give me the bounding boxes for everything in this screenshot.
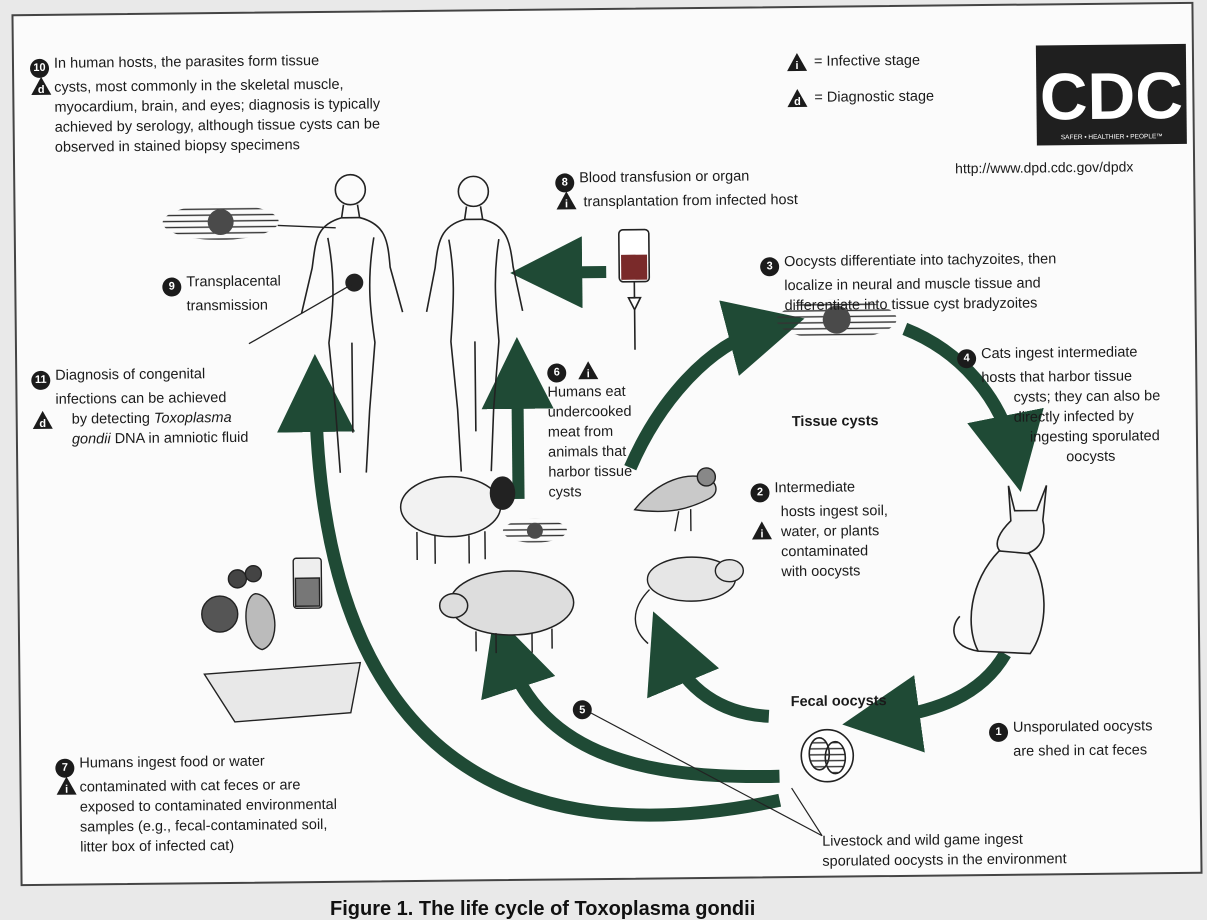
step-2-infective-icon: i xyxy=(751,520,773,540)
fecal-oocyst xyxy=(801,729,854,782)
svg-text:i: i xyxy=(565,198,568,210)
sheep-illustration xyxy=(400,476,515,564)
arrow-transfusion xyxy=(546,272,606,273)
step-5-text: Livestock and wild game ingest sporulate… xyxy=(822,829,1067,872)
svg-text:d: d xyxy=(794,96,801,108)
rodent-illustration xyxy=(635,557,744,644)
step-7-badge: 7 xyxy=(55,758,74,777)
fecal-oocysts-label: Fecal oocysts xyxy=(791,691,887,712)
figure-caption: Figure 1. The life cycle of Toxoplasma g… xyxy=(330,898,755,920)
step-6-infective-icon: i xyxy=(577,360,599,380)
legend-infective: = Infective stage xyxy=(814,51,920,72)
food-illustration xyxy=(201,558,322,650)
pointer-step5b xyxy=(792,788,823,836)
pig-illustration xyxy=(439,570,574,653)
svg-text:i: i xyxy=(65,784,68,796)
bird-illustration xyxy=(634,468,716,532)
arrow-meat-to-cysts xyxy=(629,328,768,467)
arrow-cat-to-feces xyxy=(880,654,1006,719)
step-4-badge: 4 xyxy=(957,349,976,368)
svg-text:i: i xyxy=(587,368,590,380)
step-9-badge: 9 xyxy=(162,277,181,296)
diagram-stage: CDC SAFER • HEALTHIER • PEOPLE™ i = Infe… xyxy=(0,0,1207,893)
infective-stage-icon: i xyxy=(786,52,808,72)
legend-diagnostic: = Diagnostic stage xyxy=(814,87,934,108)
iv-bag xyxy=(619,230,650,350)
fetus-marker xyxy=(345,274,363,292)
human-tissue-cyst xyxy=(162,203,278,240)
step-7-infective-icon: i xyxy=(55,776,77,796)
svg-text:d: d xyxy=(38,84,45,96)
tissue-cyst-small xyxy=(503,518,567,543)
step-10-badge: 10 xyxy=(30,58,49,77)
step-8-badge: 8 xyxy=(555,173,574,192)
cdc-logo: CDC SAFER • HEALTHIER • PEOPLE™ xyxy=(1036,44,1187,146)
step-8-infective-icon: i xyxy=(555,190,577,210)
svg-text:d: d xyxy=(39,418,46,430)
step-2-badge: 2 xyxy=(750,483,769,502)
svg-text:i: i xyxy=(760,528,763,540)
cdc-url: http://www.dpd.cdc.gov/dpdx xyxy=(955,156,1133,178)
cdc-logo-text: CDC xyxy=(1039,58,1183,133)
arrow-feces-to-rodent xyxy=(668,646,769,717)
step-6-badge: 6 xyxy=(547,363,566,382)
svg-text:i: i xyxy=(795,60,798,72)
cdc-logo-tagline: SAFER • HEALTHIER • PEOPLE™ xyxy=(1061,133,1163,141)
figure-frame: CDC SAFER • HEALTHIER • PEOPLE™ i = Infe… xyxy=(11,2,1202,886)
step-10-diagnostic-icon: d xyxy=(30,76,52,96)
cat-illustration xyxy=(952,485,1048,654)
step-11-diagnostic-icon: d xyxy=(32,410,54,430)
human-figure-male xyxy=(425,176,524,472)
step-5-badge: 5 xyxy=(573,700,592,719)
diagnostic-stage-icon: d xyxy=(786,88,808,108)
tissue-cysts-label: Tissue cysts xyxy=(792,411,879,432)
litter-box-illustration xyxy=(204,663,361,723)
arrow-meat-to-human xyxy=(517,373,518,499)
step-1-badge: 1 xyxy=(989,722,1008,741)
step-11-badge: 11 xyxy=(31,370,50,389)
step-3-badge: 3 xyxy=(760,257,779,276)
